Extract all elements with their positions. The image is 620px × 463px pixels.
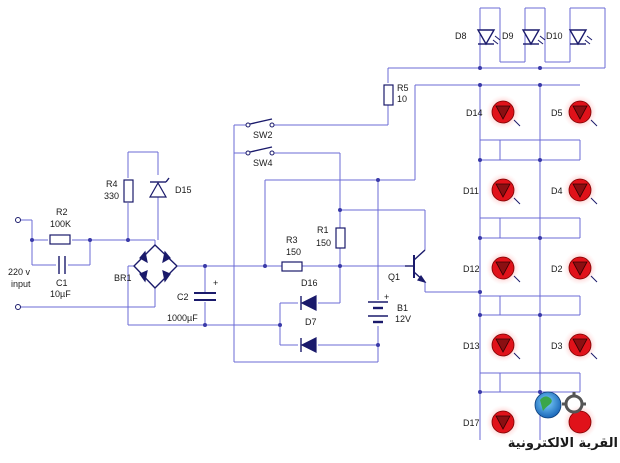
label-r1-value: 150 — [316, 238, 331, 248]
label-led-d5: D5 — [551, 108, 563, 118]
zener-d15 — [148, 177, 170, 198]
label-c1-value: 10µF — [50, 289, 71, 299]
label-led-d14: D14 — [466, 108, 483, 118]
bridge-rectifier-br1 — [133, 244, 179, 290]
label-d7: D7 — [305, 317, 317, 327]
led-d11 — [486, 173, 521, 207]
switch-sw2 — [245, 118, 275, 128]
logo-text: القرية الالكترونية — [508, 436, 618, 451]
label-led-d12: D12 — [463, 264, 480, 274]
label-sw4: SW4 — [253, 158, 273, 168]
led-d1 — [563, 405, 597, 439]
capacitor-c2 — [194, 292, 216, 301]
label-r2-ref: R2 — [56, 207, 68, 217]
label-d9: D9 — [502, 31, 514, 41]
label-b1-ref: B1 — [397, 303, 408, 313]
diode-d16 — [300, 295, 317, 311]
labels: R2 100K C1 10µF 220 v input R4 330 D15 B… — [8, 31, 563, 428]
diode-d7 — [300, 337, 317, 353]
label-led-d11: D11 — [463, 186, 479, 196]
led-d12 — [486, 251, 521, 285]
label-r2-value: 100K — [50, 219, 71, 229]
globe-land — [540, 396, 552, 411]
label-d16: D16 — [301, 278, 318, 288]
label-r5-value: 10 — [397, 94, 407, 104]
resistor-r1 — [335, 227, 346, 249]
label-r4-ref: R4 — [106, 179, 118, 189]
switch-sw4 — [245, 146, 275, 156]
led-d5 — [563, 95, 598, 129]
transistor-q1 — [405, 249, 427, 284]
label-led-d17: D17 — [463, 418, 480, 428]
label-c1-ref: C1 — [56, 278, 68, 288]
battery-b1 — [368, 301, 388, 324]
led-d8 — [476, 29, 501, 46]
junctions — [30, 66, 542, 394]
led-d9 — [521, 29, 546, 46]
label-led-d3: D3 — [551, 341, 563, 351]
wires — [20, 7, 606, 440]
label-d10: D10 — [546, 31, 563, 41]
led-d13 — [486, 328, 521, 362]
label-d8: D8 — [455, 31, 467, 41]
label-br1: BR1 — [114, 273, 132, 283]
resistor-r4 — [123, 179, 134, 203]
label-c2-value: 1000µF — [167, 313, 198, 323]
led-d10 — [568, 29, 593, 46]
label-r5-ref: R5 — [397, 83, 409, 93]
label-q1: Q1 — [388, 272, 400, 282]
label-c2-plus: + — [213, 278, 218, 288]
label-b1-plus: + — [384, 292, 389, 302]
label-input: input — [11, 279, 31, 289]
resistor-r2 — [49, 234, 71, 245]
input-terminal-bottom — [15, 304, 21, 310]
label-c2-ref: C2 — [177, 292, 189, 302]
led-d2 — [563, 251, 598, 285]
label-r3-ref: R3 — [286, 235, 298, 245]
input-terminal-top — [15, 217, 21, 223]
label-b1-value: 12V — [395, 314, 411, 324]
resistor-r5 — [383, 84, 394, 106]
label-led-d2: D2 — [551, 264, 563, 274]
label-d15: D15 — [175, 185, 192, 195]
label-r4-value: 330 — [104, 191, 119, 201]
label-input-voltage: 220 v — [8, 267, 31, 277]
site-logo: القرية الالكترونية — [508, 391, 618, 451]
led-d3 — [563, 328, 598, 362]
capacitor-c1 — [58, 256, 66, 274]
label-led-d13: D13 — [463, 341, 480, 351]
label-r3-value: 150 — [286, 247, 301, 257]
label-led-d4: D4 — [551, 186, 563, 196]
led-d17 — [486, 405, 520, 439]
led-d4 — [563, 173, 598, 207]
led-d14 — [486, 95, 521, 129]
label-sw2: SW2 — [253, 130, 273, 140]
resistor-r3 — [281, 261, 303, 272]
label-r1-ref: R1 — [317, 225, 329, 235]
